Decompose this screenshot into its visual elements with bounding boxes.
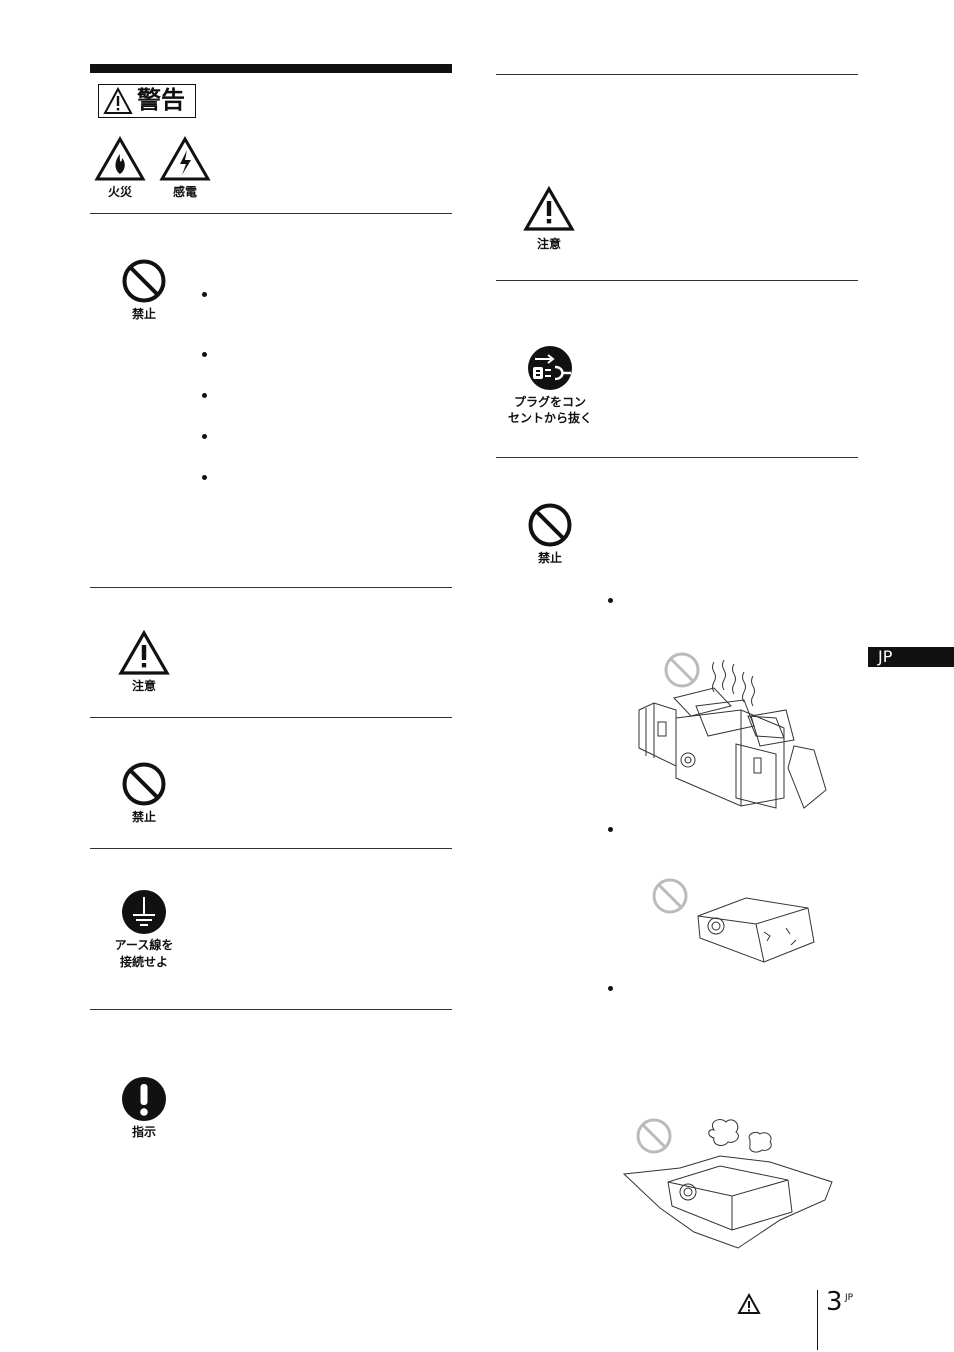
fire-warning-label: 火災 bbox=[107, 185, 132, 199]
electric-shock-icon bbox=[159, 136, 211, 182]
illustration-projector-on-blanket bbox=[620, 1112, 840, 1252]
ground-connection-label-line2: 接続せよ bbox=[119, 955, 168, 969]
footer-caution-icon bbox=[737, 1293, 761, 1315]
bullet-point bbox=[202, 393, 207, 398]
illustration-enclosed-projector bbox=[636, 648, 831, 818]
fire-warning-icon bbox=[94, 136, 146, 182]
section-divider bbox=[90, 587, 452, 588]
section-divider bbox=[90, 213, 452, 214]
section-divider bbox=[90, 848, 452, 849]
section-divider bbox=[90, 717, 452, 718]
bullet-point bbox=[202, 292, 207, 297]
prohibition-icon bbox=[121, 258, 167, 304]
ground-connection-label-line1: アース線を bbox=[114, 938, 174, 952]
unplug-icon bbox=[527, 345, 573, 391]
warning-title-box: 警告 bbox=[98, 84, 196, 118]
prohibition-icon bbox=[527, 502, 573, 548]
prohibition-icon bbox=[121, 761, 167, 807]
page-number: 3 bbox=[826, 1287, 843, 1317]
section-divider bbox=[496, 280, 858, 281]
illustration-covered-projector bbox=[646, 872, 821, 967]
bullet-point bbox=[202, 352, 207, 357]
prohibition-label: 禁止 bbox=[131, 810, 156, 824]
bullet-point bbox=[202, 475, 207, 480]
instruction-label: 指示 bbox=[131, 1125, 156, 1139]
footer-divider bbox=[817, 1290, 818, 1350]
header-bar bbox=[90, 64, 452, 73]
bullet-point bbox=[608, 827, 613, 832]
language-tab-label: JP bbox=[878, 647, 893, 666]
caution-triangle-icon bbox=[523, 186, 575, 232]
unplug-label-line2: セントから抜く bbox=[507, 411, 592, 425]
instruction-icon bbox=[121, 1076, 167, 1122]
caution-label: 注意 bbox=[536, 237, 561, 251]
page-title: 警告 bbox=[137, 86, 185, 114]
caution-triangle-icon bbox=[118, 630, 170, 676]
prohibition-label: 禁止 bbox=[537, 551, 562, 565]
prohibition-label: 禁止 bbox=[131, 307, 156, 321]
language-side-tab: JP bbox=[868, 647, 954, 667]
caution-label: 注意 bbox=[131, 679, 156, 693]
section-divider bbox=[90, 1009, 452, 1010]
unplug-label-line1: プラグをコン bbox=[513, 395, 586, 409]
bullet-point bbox=[608, 986, 613, 991]
ground-connection-icon bbox=[121, 889, 167, 935]
bullet-point bbox=[202, 434, 207, 439]
bullet-point bbox=[608, 598, 613, 603]
electric-shock-label: 感電 bbox=[172, 185, 197, 199]
warning-triangle-icon bbox=[103, 87, 133, 115]
section-divider bbox=[496, 457, 858, 458]
section-divider bbox=[496, 74, 858, 75]
page-number-suffix: JP bbox=[845, 1293, 854, 1303]
